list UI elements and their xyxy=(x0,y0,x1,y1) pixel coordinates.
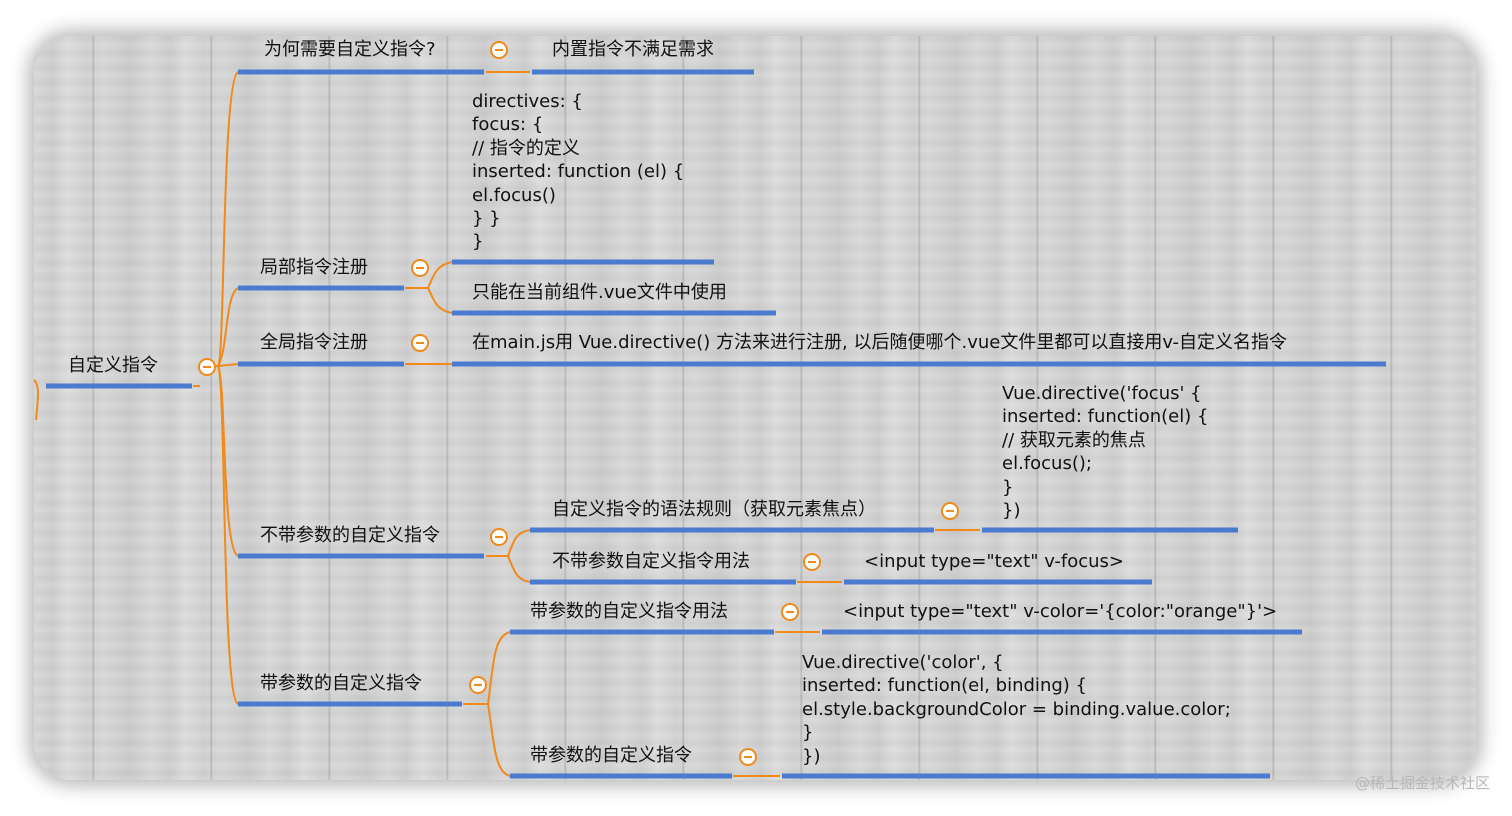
collapse-toggle-noparam-usage[interactable] xyxy=(803,553,821,571)
collapse-toggle-param-usage[interactable] xyxy=(781,603,799,621)
node-param-def-code[interactable]: Vue.directive('color', { inserted: funct… xyxy=(802,652,1231,767)
node-noparam-usage-code[interactable]: <input type="text" v-focus> xyxy=(864,551,1124,572)
node-param-usage-code[interactable]: <input type="text" v-color='{color:"oran… xyxy=(843,601,1278,622)
collapse-toggle-noparam-syntax[interactable] xyxy=(941,502,959,520)
collapse-toggle-param-def[interactable] xyxy=(739,748,757,766)
collapse-toggle-why[interactable] xyxy=(490,41,508,59)
node-why-answer[interactable]: 内置指令不满足需求 xyxy=(552,39,714,60)
connectors xyxy=(33,71,980,777)
watermark: @稀土掘金技术社区 xyxy=(1354,774,1490,792)
collapse-toggle-local[interactable] xyxy=(411,259,429,277)
canvas-background xyxy=(34,36,1476,780)
node-param-usage[interactable]: 带参数的自定义指令用法 xyxy=(530,601,728,622)
node-param-def[interactable]: 带参数的自定义指令 xyxy=(530,745,692,766)
node-noparam-syntax-code[interactable]: Vue.directive('focus' { inserted: functi… xyxy=(1002,383,1209,522)
collapse-toggle-root[interactable] xyxy=(198,358,216,376)
collapse-toggle-noparam[interactable] xyxy=(490,528,508,546)
collapse-toggle-global[interactable] xyxy=(411,334,429,352)
root-node[interactable]: 自定义指令 xyxy=(68,355,158,376)
collapse-toggles xyxy=(198,41,959,766)
node-noparam[interactable]: 不带参数的自定义指令 xyxy=(260,525,440,546)
underlines xyxy=(46,69,1386,779)
node-why[interactable]: 为何需要自定义指令? xyxy=(264,39,436,60)
node-local[interactable]: 局部指令注册 xyxy=(260,257,368,278)
node-noparam-usage[interactable]: 不带参数自定义指令用法 xyxy=(552,551,750,572)
node-local-code[interactable]: directives: { focus: { // 指令的定义 inserted… xyxy=(472,91,685,253)
node-noparam-syntax[interactable]: 自定义指令的语法规则（获取元素焦点） xyxy=(552,499,876,520)
collapse-toggle-param[interactable] xyxy=(469,676,487,694)
node-local-note[interactable]: 只能在当前组件.vue文件中使用 xyxy=(472,282,727,303)
node-global[interactable]: 全局指令注册 xyxy=(260,332,368,353)
node-global-detail[interactable]: 在main.js用 Vue.directive() 方法来进行注册, 以后随便哪… xyxy=(472,332,1288,353)
node-param[interactable]: 带参数的自定义指令 xyxy=(260,673,422,694)
